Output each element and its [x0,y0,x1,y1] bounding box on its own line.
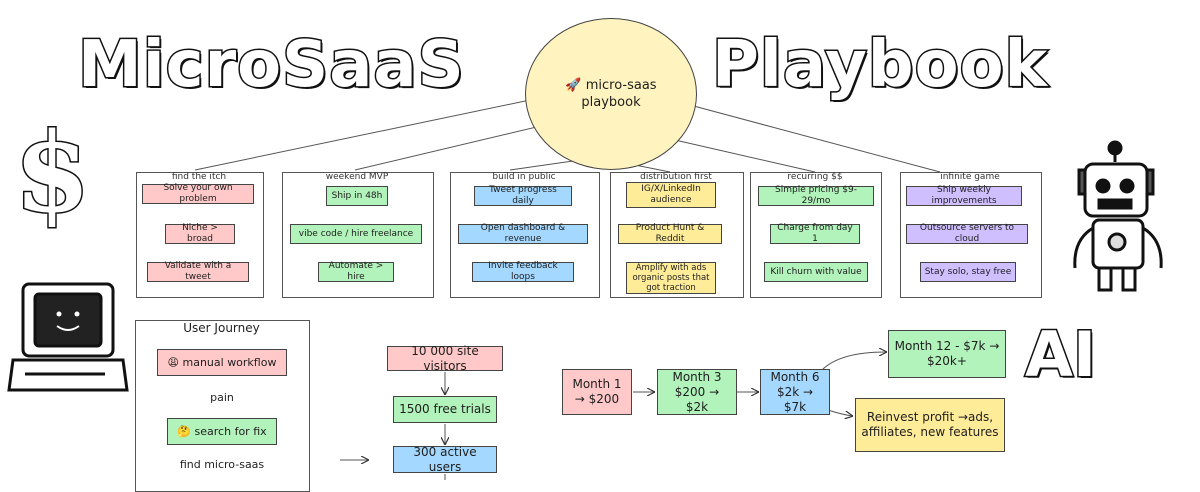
title-right: Playbook [710,27,1049,104]
funnel-active-users: 300 active users [393,445,497,474]
journey-label-pain: pain [210,391,234,404]
connector-lines [194,99,941,480]
note-ship-weekly: Ship weekly improvements [906,185,1022,206]
dollar-sign-doodle: $ [13,108,93,237]
funnel-site-visitors: 10 000 site visitors [387,344,503,373]
note-stay-solo: Stay solo, stay free [920,262,1016,282]
note-ship-48h: Ship in 48h [326,186,388,206]
note-niche-broad: Niche > broad [165,223,235,244]
note-open-dashboard: Open dashboard & revenue [458,223,588,244]
note-audience: IG/X/LinkedIn audience [626,182,716,208]
note-kill-churn: Kill churn with value [764,262,868,282]
journey-step-manual-workflow: 😩 manual workflow [157,349,287,376]
note-vibe-code: vibe code / hire freelance [290,224,422,244]
journey-label-find: find micro-saas [179,458,265,471]
note-charge-day-1: Charge from day 1 [770,223,860,244]
column-label: build in public [492,172,556,182]
robot-doodle [1073,140,1163,292]
playbook-canvas: MicroSaaS Playbook 🚀 micro-saas playbook… [7,18,1163,492]
title-left: MicroSaaS [77,27,466,104]
note-automate-hire: Automate > hire [318,261,394,282]
journey-step-search-fix: 🤔 search for fix [167,418,277,445]
growth-month-3: Month 3 $200 → $2k [657,369,737,415]
growth-month-12: Month 12 - $7k → $20k+ [888,330,1006,378]
reinvest-profit-note: Reinvest profit →ads, affiliates, new fe… [855,398,1005,452]
funnel-free-trials: 1500 free trials [393,396,497,423]
note-validate-tweet: Validate with a tweet [147,261,249,282]
column-label: find the itch [171,172,227,182]
column-label: weekend MVP [325,172,389,182]
note-solve-own-problem: Solve your own problem [142,183,254,204]
hub-node: 🚀 micro-saas playbook [525,18,697,170]
note-product-hunt: Product Hunt & Reddit [618,223,722,244]
growth-month-6: Month 6 $2k → $7k [760,369,830,415]
note-invite-feedback: Invite feedback loops [472,261,574,282]
column-label: distribution first [640,172,712,182]
note-amplify-ads: Amplify with ads organic posts that got … [626,262,716,294]
column-label: recurring $$ [787,172,843,182]
computer-doodle [7,282,129,392]
user-journey-title: User Journey [183,321,260,335]
note-tweet-progress: Tweet progress daily [474,185,572,206]
note-outsource-servers: Outsource servers to cloud [906,223,1028,244]
user-journey-frame [135,320,310,492]
growth-month-1: Month 1 → $200 [562,369,632,415]
hub-connectors [194,99,941,173]
hub-label: 🚀 micro-saas playbook [565,78,657,110]
column-label: infinite game [940,172,1000,182]
flow-arrows [220,352,886,480]
note-simple-pricing: Simple pricing $9-29/mo [758,185,874,206]
ai-doodle: AI [1023,317,1097,393]
